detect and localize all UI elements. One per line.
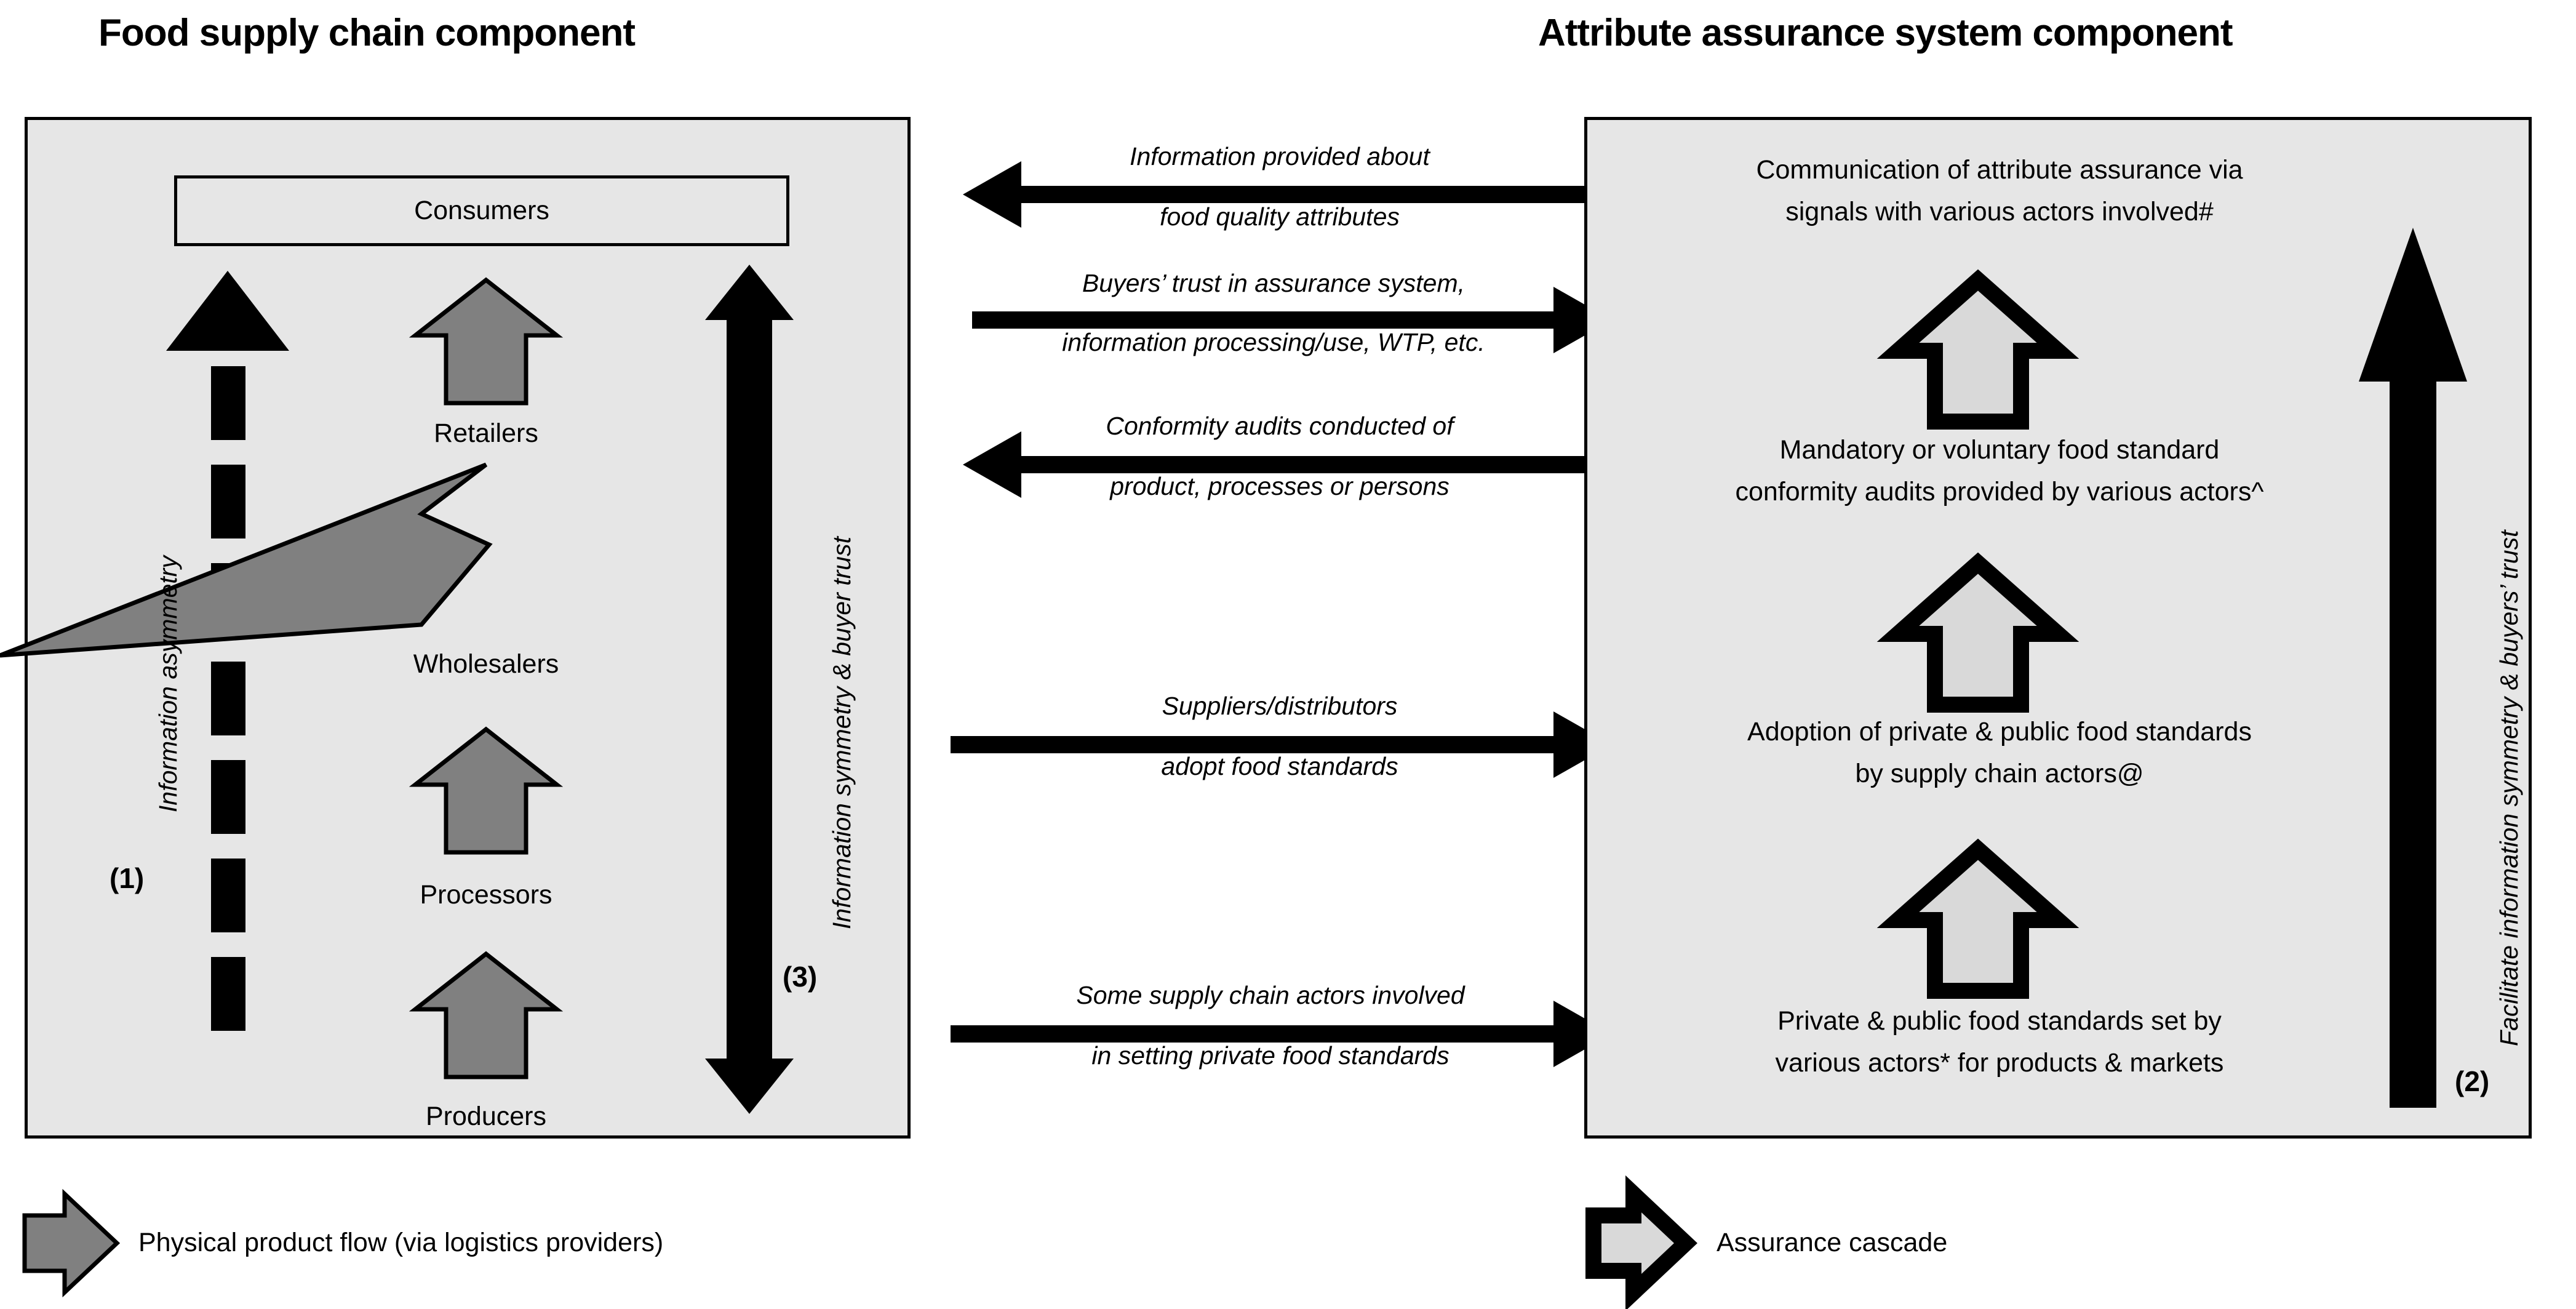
flow-arrow-left-1	[963, 161, 1587, 228]
consumers-label: Consumers	[414, 196, 549, 225]
flow-label-1-line2: food quality attributes	[1160, 202, 1400, 231]
tier-label-wholesalers: Wholesalers	[413, 649, 559, 679]
flow-arrow-right-5	[951, 1001, 1612, 1067]
outlined-block-arrow-icon	[1585, 1175, 1697, 1309]
product-flow-arrow-icon	[0, 462, 493, 658]
flow-arrow-right-2	[972, 287, 1612, 353]
tier-label-retailers: Retailers	[434, 418, 538, 448]
grey-block-arrow-icon	[22, 1188, 121, 1298]
assurance-block-2-line2: conformity audits provided by various ac…	[1735, 477, 2264, 506]
product-flow-arrow-icon	[409, 726, 564, 855]
legend-label-assurance-cascade: Assurance cascade	[1717, 1228, 1948, 1257]
flow-label-3-line2: product, processes or persons	[1110, 472, 1449, 500]
facilitate-symmetry-number: (2)	[2455, 1065, 2490, 1097]
tier-label-producers: Producers	[426, 1102, 546, 1131]
assurance-block-3-line1: Adoption of private & public food standa…	[1747, 717, 2252, 747]
assurance-block-4-line2: various actors* for products & markets	[1775, 1048, 2224, 1078]
flow-label-5-line2: in setting private food standards	[1091, 1041, 1449, 1070]
assurance-block-1-line1: Communication of attribute assurance via	[1756, 155, 2243, 185]
assurance-block-2-line1: Mandatory or voluntary food standard	[1779, 435, 2220, 465]
assurance-block-3-line2: by supply chain actors@	[1855, 759, 2144, 788]
assurance-block-1-line2: signals with various actors involved#	[1785, 197, 2214, 226]
flow-label-3-line1: Conformity audits conducted of	[1106, 412, 1454, 440]
assurance-block-4-line1: Private & public food standards set by	[1777, 1006, 2222, 1036]
right-component-title: Attribute assurance system component	[1538, 12, 2233, 54]
flow-arrow-right-4	[951, 711, 1612, 778]
flow-label-1-line1: Information provided about	[1130, 142, 1430, 170]
flow-label-5-line1: Some supply chain actors involved	[1076, 981, 1465, 1009]
consumers-box: Consumers	[174, 175, 789, 246]
product-flow-arrow-icon	[409, 951, 564, 1079]
flow-label-4-line1: Suppliers/distributors	[1162, 692, 1398, 720]
left-component-title: Food supply chain component	[98, 12, 636, 54]
tier-label-processors: Processors	[420, 880, 552, 910]
assurance-cascade-arrow-icon	[1876, 269, 2080, 430]
information-symmetry-number: (3)	[783, 961, 818, 993]
assurance-cascade-arrow-icon	[1876, 552, 2080, 713]
flow-label-4-line2: adopt food standards	[1161, 752, 1398, 780]
flow-label-2-line2: information processing/use, WTP, etc.	[1062, 328, 1485, 356]
assurance-cascade-arrow-icon	[1876, 838, 2080, 999]
information-asymmetry-number: (1)	[110, 862, 145, 894]
flow-label-2-line1: Buyers’ trust in assurance system,	[1082, 269, 1465, 297]
legend-label-product-flow: Physical product flow (via logistics pro…	[138, 1228, 664, 1257]
product-flow-arrow-icon	[409, 277, 564, 406]
flow-arrow-left-3	[963, 431, 1587, 498]
